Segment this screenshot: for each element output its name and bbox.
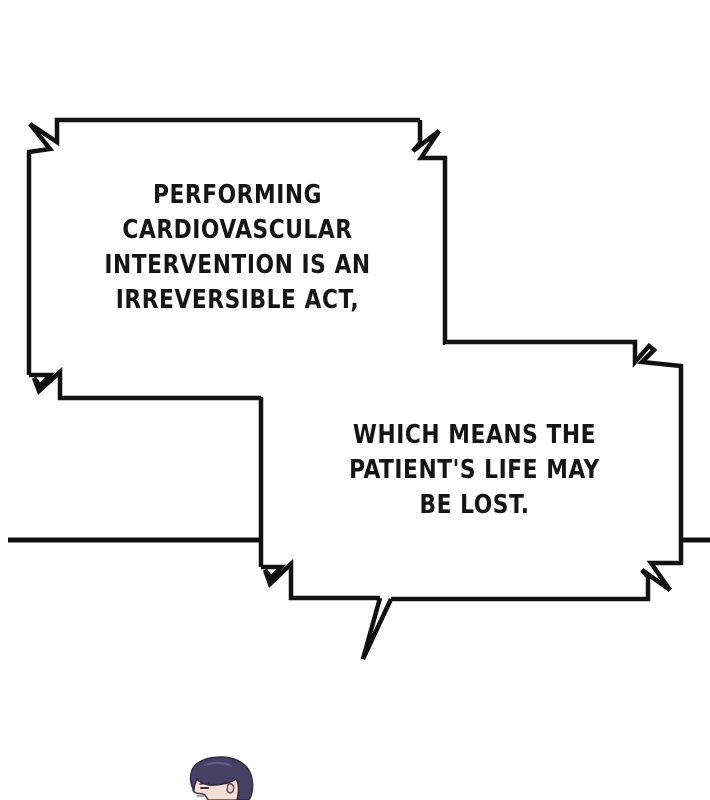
- speech-bubble-1-edge-bottom-left: [29, 366, 261, 401]
- character-head: [189, 756, 254, 800]
- speech-bubble-2-edge-bottom-left: [261, 558, 380, 601]
- character-hair-highlight: [204, 761, 232, 767]
- speech-bubble-2-fill: [261, 342, 681, 598]
- character-ear: [226, 783, 235, 794]
- speech-bubble-2: [258, 339, 684, 660]
- speech-bubble-2-tail: [360, 597, 394, 660]
- speech-bubble-2-edge-top-right: [445, 339, 684, 540]
- speech-bubble-1-edge-top-right: [411, 120, 448, 345]
- speech-bubble-1-edge-top-left: [26, 117, 420, 375]
- speech-bubble-2-edge-bottom-right: [391, 540, 684, 602]
- character-brow: [199, 782, 210, 785]
